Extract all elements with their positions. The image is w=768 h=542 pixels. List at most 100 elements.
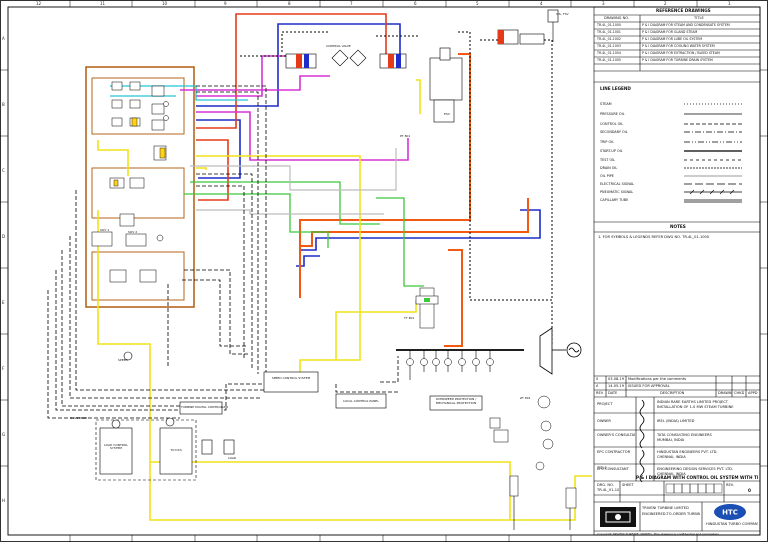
speed-control-label: SPEED CONTROL SYSTEM (271, 376, 311, 380)
party-role: EPC CONSULTANT (597, 467, 629, 471)
party-line: HINDUSTAN ENGINEERS PVT. LTD. (657, 450, 718, 454)
rev-row-rev: A (596, 384, 599, 388)
legend-item-label: STEAM (600, 102, 612, 106)
legend-item-label: CONTROL OIL (600, 122, 624, 126)
legend-item-label: TRIP OIL (600, 140, 615, 144)
drawing-title: P & I DIAGRAM WITH CONTROL OIL SYSTEM WI… (636, 475, 758, 480)
yellow-pipe (97, 140, 129, 176)
party-role: OWNER (597, 419, 611, 423)
party-line: CHENNAI, INDIA (657, 472, 686, 476)
ref-row-title: P & I DIAGRAM FOR STEAM AND CONDENSATE S… (642, 23, 730, 27)
reference-drawings-title: REFERENCE DRAWINGS (656, 8, 711, 13)
legend-item-label: DRAIN OIL (600, 166, 618, 170)
legend-item-label: ELECTRICAL SIGNAL (600, 182, 635, 186)
border-number: 5 (476, 1, 479, 6)
legend-title: LINE LEGEND (600, 86, 631, 91)
party-line: TATA CONSULTING ENGINEERS (657, 433, 712, 437)
company-left-sub: ENGINEERED-TO-ORDER TURBINES (642, 512, 700, 516)
local-panel-label: LOCAL CONTROL PANEL (343, 399, 379, 403)
to-dcs-label: TO DCS (170, 448, 182, 452)
steam-turbine-symbol (539, 327, 582, 375)
border-number: 11 (100, 1, 106, 6)
company-left-name: TRIVENI TURBINE LIMITED (642, 506, 689, 510)
rev-row-desc: ISSUED FOR APPROVAL (628, 384, 670, 388)
border-letter: A (2, 36, 5, 41)
legend-item-label: TEST OIL (600, 158, 616, 162)
border-letter: B (2, 102, 5, 107)
party-line: ENGINEERING DESIGN SERVICES PVT. LTD. (657, 467, 734, 471)
tag-label: LOAD (228, 456, 237, 460)
party-line: IREL (INDIA) LIMITED (657, 419, 695, 423)
local-panel-box (335, 393, 387, 409)
ref-row-number: TR-4L_01-1001 (597, 30, 621, 34)
ref-row-number: TR-4L_01-1005 (597, 58, 621, 62)
tag-label: SPEED (118, 358, 128, 362)
company-right-sub: HINDUSTAN TURBO COMPANY (706, 522, 758, 526)
speed-control-box (263, 371, 319, 393)
border-number: 10 (162, 1, 168, 6)
party-role: PROJECT (597, 402, 613, 406)
border-number: 2 (664, 1, 667, 6)
rev-label: REV. (726, 483, 734, 487)
legend-item-label: OIL PIPE (600, 174, 614, 178)
party-line: INSTALLATION OF 1.0 MW STEAM TURBINE (657, 405, 734, 409)
ref-col-title: TITLE (694, 16, 704, 20)
ref-row-number: TR-4L_01-1003 (597, 44, 621, 48)
party-line: MUMBAI, INDIA (657, 438, 685, 442)
border-number: 4 (540, 1, 543, 6)
ref-row-number: TR-4L_01-1004 (597, 51, 621, 55)
rev-row-date: 03.08.19 (608, 377, 625, 381)
tag-label: CONTROL VALVE (326, 44, 351, 48)
border-number: 3 (602, 1, 605, 6)
copyright-footer: Copyright TRIVENI TURBINE LIMITED. This … (597, 532, 719, 536)
tag-label: GOVERNOR (70, 416, 88, 420)
border-number: 6 (414, 1, 417, 6)
tag-label: VIS. TSV (556, 12, 569, 16)
border-number: 12 (36, 1, 42, 6)
border-number: 7 (350, 1, 353, 6)
title-label: TITLE (597, 466, 607, 470)
tag-label: TT 801 (404, 316, 415, 320)
rev-header: DATE (608, 391, 618, 395)
border-letter: F (2, 366, 5, 371)
legend-item-label: PRESSURE OIL (600, 112, 625, 116)
rev-value: 0 (748, 488, 751, 493)
rev-header: CHKD (734, 391, 745, 395)
border-letter: H (2, 498, 6, 503)
ref-col-number: DRAWING NO. (604, 16, 630, 20)
ref-row-number: TR-4L_01-1002 (597, 37, 621, 41)
tag-label: ZT 801 (520, 396, 531, 400)
border-number: 8 (288, 1, 291, 6)
border-letter: D (2, 234, 6, 239)
border-number: 1 (728, 1, 731, 6)
overspeed-label: OVERSPEED PROTECTION / MECHANICAL PROTEC… (435, 397, 477, 405)
rev-header: REV (596, 391, 604, 395)
drawing-no-label: DRG. NO. (597, 483, 614, 487)
red-pipe (196, 13, 387, 129)
ref-row-title: P & I DIAGRAM FOR COOLING WATER SYSTEM (642, 44, 715, 48)
rev-row-date: 14.05.19 (608, 384, 625, 388)
ref-row-number: TR-4L_01-1000 (597, 23, 621, 27)
border-letter: G (2, 432, 6, 437)
tdc-panel-group (95, 351, 235, 481)
tag-label: SOV 2 (128, 230, 138, 234)
rev-header: DESCRIPTION (660, 391, 685, 395)
overspeed-box (429, 395, 483, 411)
border-letter: C (2, 168, 5, 173)
ref-row-title: P & I DIAGRAM FOR GLAND STEAM (642, 30, 698, 34)
notes-text: 1. FOR SYMBOLS & LEGENDS REFER DWG NO. T… (598, 235, 710, 239)
legend-item-label: SECONDARY OIL (600, 130, 628, 134)
ref-row-title: P & I DIAGRAM FOR EXTRACTION / BLEED STE… (642, 51, 720, 55)
tag-label: PT 801 (400, 134, 411, 138)
legend-item-label: START-UP OIL (600, 149, 623, 153)
rev-header: APPD (748, 391, 758, 395)
tdc-label: TURBINE DIGITAL CONTROLLER (181, 405, 229, 409)
triveni-logo (600, 507, 636, 527)
tag-label: ESV (444, 112, 450, 116)
tdc-to-dcs-box (179, 401, 223, 415)
drawing-no: TR-4L_01-1006 (597, 488, 619, 492)
load-control-label: LOAD CONTROL SYSTEM (104, 443, 128, 451)
title-block-frame (593, 6, 761, 536)
border-number: 9 (224, 1, 227, 6)
